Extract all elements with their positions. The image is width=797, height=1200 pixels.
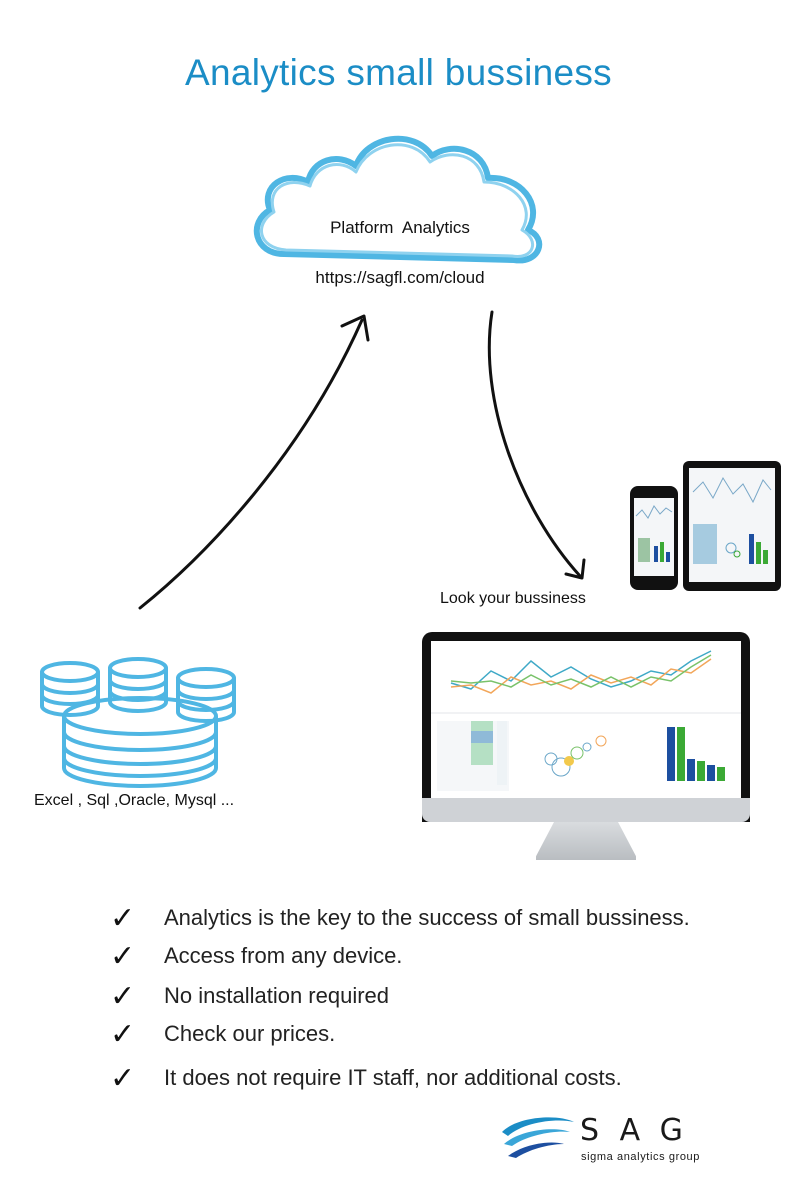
cloud-icon (253, 135, 543, 264)
tablet-mini-chart (692, 476, 772, 564)
tablet-screen (689, 468, 775, 582)
logo-tagline: sigma analytics group (581, 1151, 700, 1163)
checklist-item: ✓ Access from any device. (110, 938, 403, 974)
check-icon: ✓ (110, 978, 136, 1014)
checklist-item: ✓ Check our prices. (110, 1016, 336, 1052)
check-icon: ✓ (110, 1016, 136, 1052)
check-icon: ✓ (110, 1060, 136, 1096)
check-icon: ✓ (110, 900, 136, 936)
devices-caption: Look your bussiness (440, 590, 586, 607)
download-arrow (487, 310, 582, 578)
checklist-text: Analytics is the key to the success of s… (164, 905, 690, 930)
checklist-item: ✓ Analytics is the key to the success of… (110, 900, 690, 936)
checklist-text: Check our prices. (164, 1021, 336, 1046)
checklist-item: ✓ No installation required (110, 978, 390, 1014)
desktop-monitor (422, 632, 750, 822)
logo-name: SAG (580, 1113, 703, 1148)
upload-arrow (138, 318, 364, 610)
dashboard-preview (431, 650, 741, 791)
sources-caption: Excel , Sql ,Oracle, Mysql ... (34, 792, 235, 809)
check-icon: ✓ (110, 938, 136, 974)
checklist-item: ✓ It does not require IT staff, nor addi… (110, 1060, 622, 1096)
tablet-device (683, 461, 781, 591)
checklist-text: Access from any device. (164, 943, 403, 968)
checklist-text: It does not require IT staff, nor additi… (164, 1065, 622, 1090)
database-icon (40, 657, 236, 788)
phone-mini-chart (635, 505, 673, 562)
cloud-url: https://sagfl.com/cloud (315, 268, 485, 287)
monitor-stand (536, 822, 636, 860)
dashboard-screen (431, 641, 741, 801)
page-title: Analytics small bussiness (185, 52, 612, 93)
download-arrowhead (564, 558, 586, 580)
cloud-label: Platform Analytics (330, 218, 470, 237)
upload-arrowhead (340, 314, 370, 342)
checklist-text: No installation required (164, 983, 390, 1008)
phone-device (630, 486, 678, 590)
monitor-chin (422, 798, 750, 822)
sag-logo-icon (502, 1117, 574, 1158)
phone-screen (634, 498, 674, 576)
